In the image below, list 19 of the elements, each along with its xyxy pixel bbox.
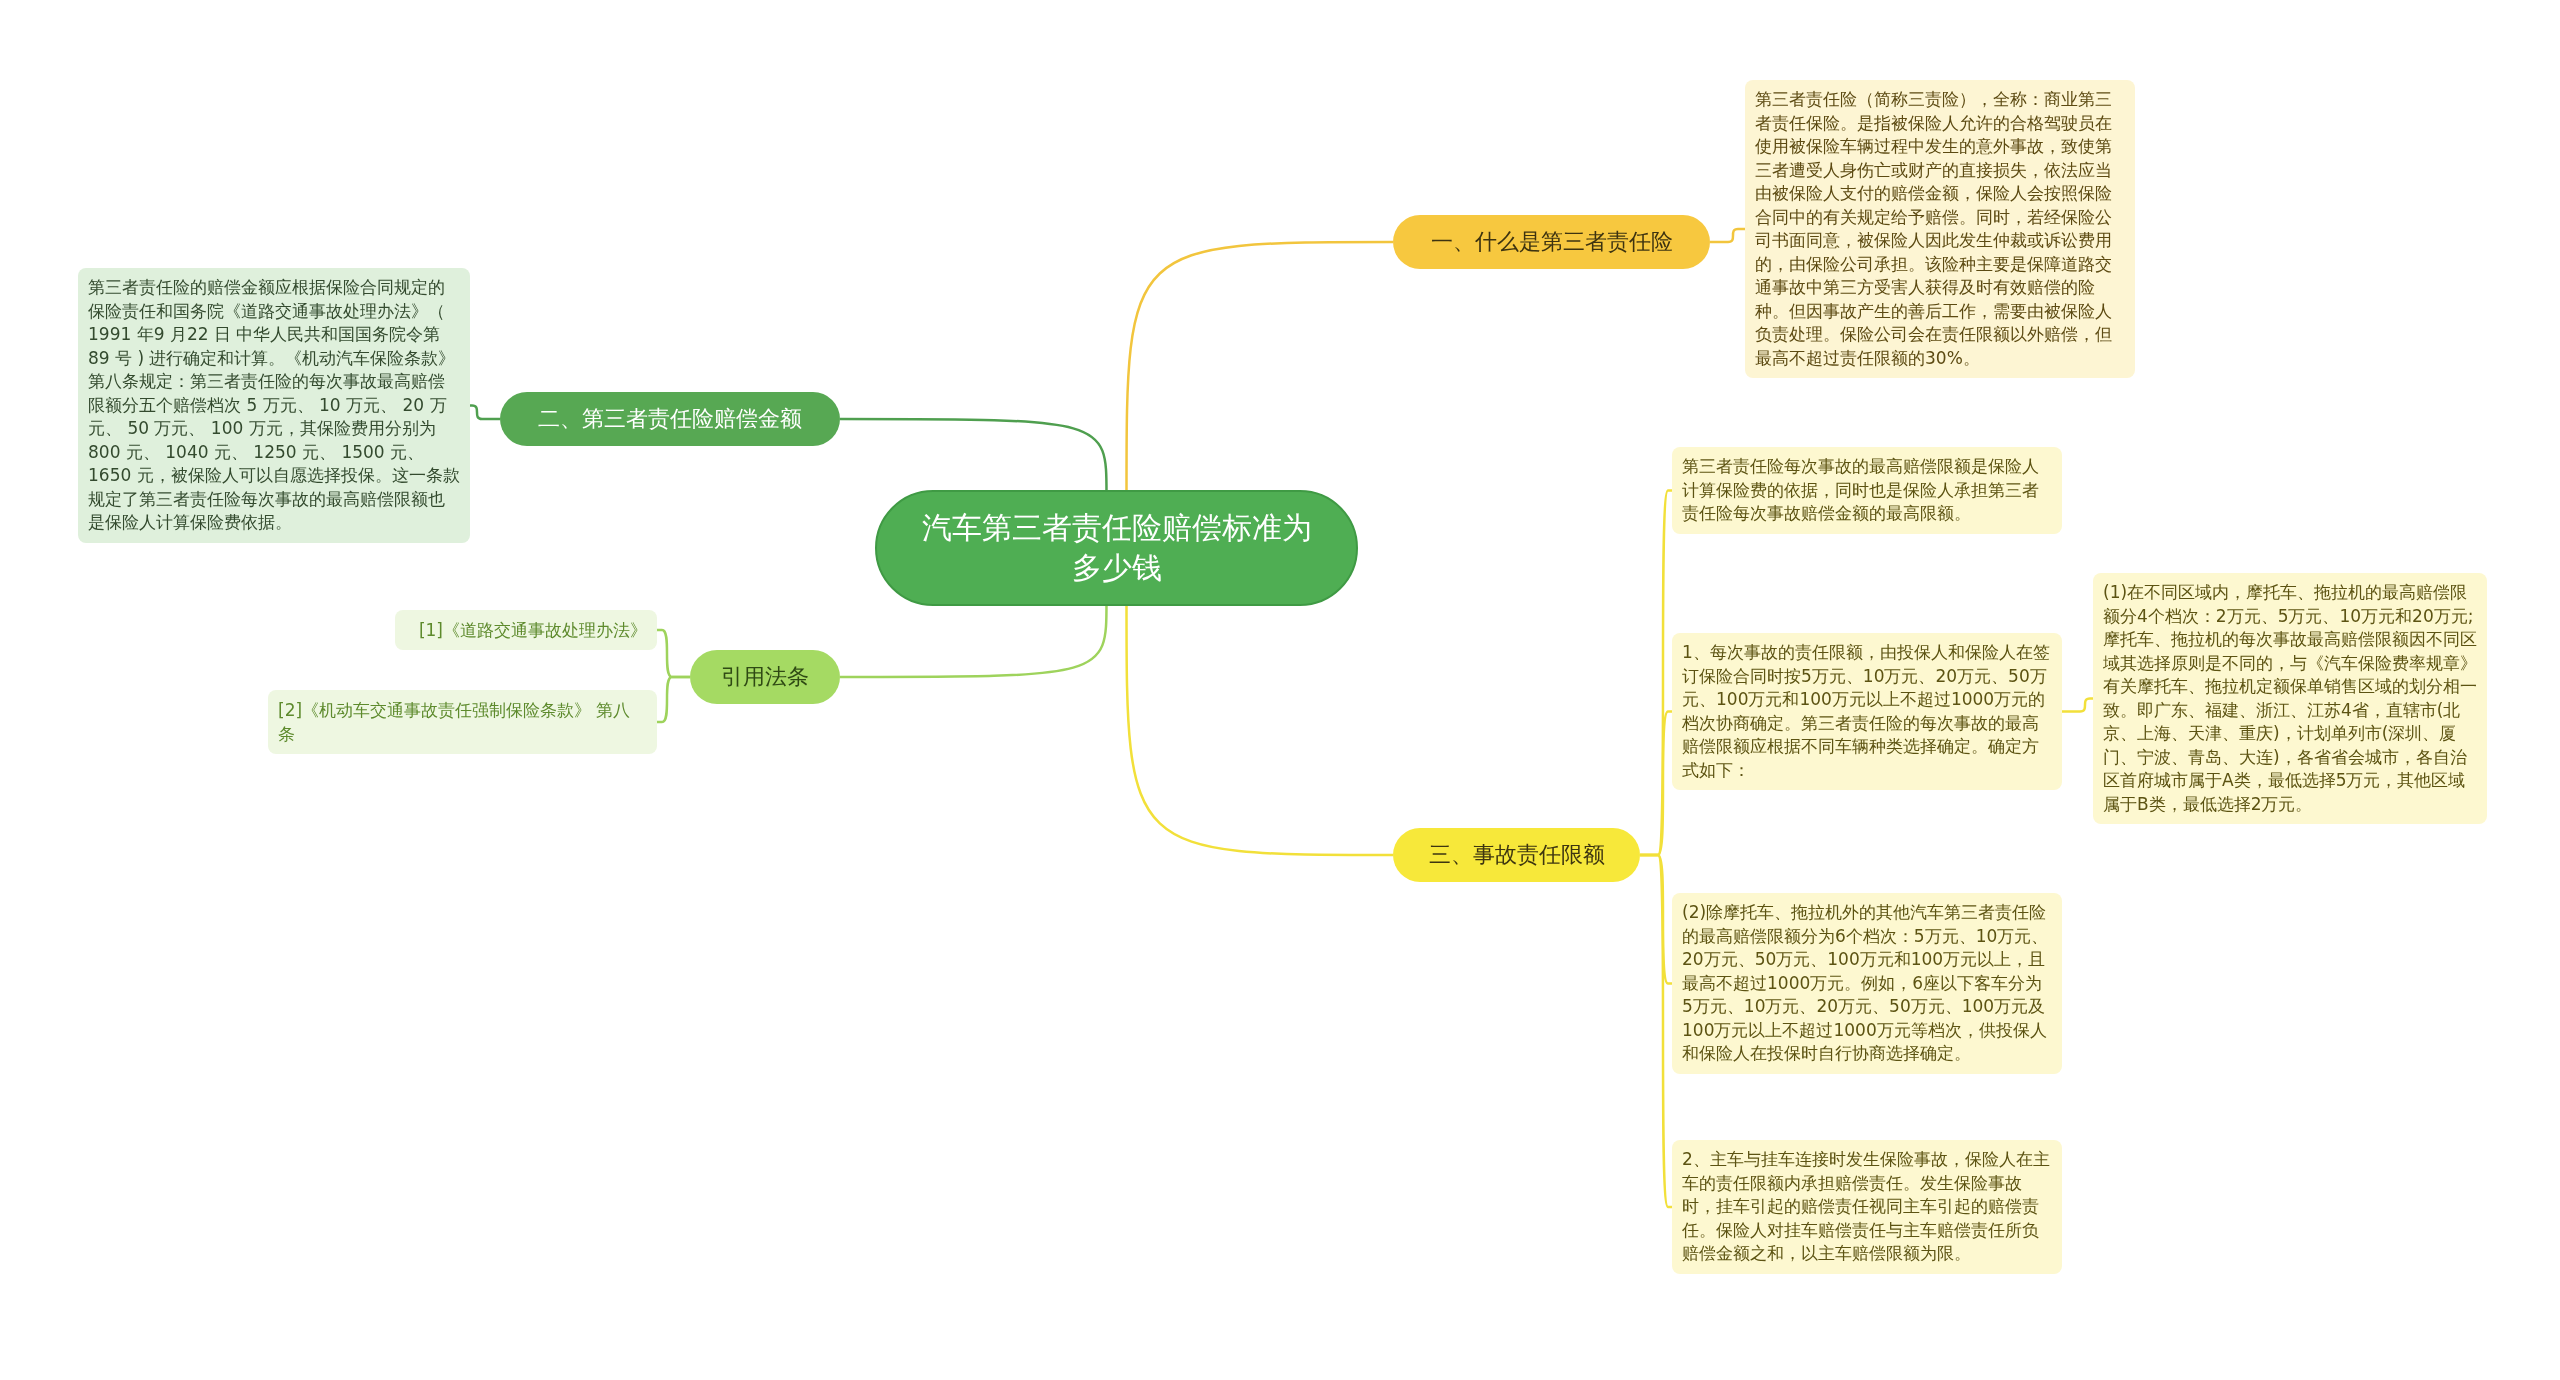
branch-line (657, 675, 690, 724)
note-card: 第三者责任险每次事故的最高赔偿限额是保险人计算保险费的依据，同时也是保险人承担第三者责任险每次事故赔偿金额的最高限额。 (1672, 447, 2062, 534)
topic-pill: 一、什么是第三者责任险 (1393, 215, 1710, 269)
root-topic: 汽车第三者责任险赔偿标准为多少钱 (875, 490, 1358, 606)
note-card: (1)在不同区域内，摩托车、拖拉机的最高赔偿限额分4个档次：2万元、5万元、10万元和20万元;摩托车、拖拉机的每次事故最高赔偿限额因不同区域其选择原则是不同的，与《汽车保险费率规章》有关摩托车、拖拉机定额保单销售区域的划分相一致。即广东、福建、浙江、江苏4省，直辖市(北京、上海、天津、重庆)，计划单列市(深圳、厦门、宁波、青岛、大连)，各省省会城市，各自治区首府城市属于A类，最低选择5万元，其他区域属于B类，最低选择2万元。 (2093, 573, 2487, 824)
note-card: (2)除摩托车、拖拉机外的其他汽车第三者责任险的最高赔偿限额分为6个档次：5万元、10万元、20万元、50万元、100万元和100万元以上，且最高不超过1000万元。例如，6座以下客车分为5万元、10万元、20万元、50万元、100万元及100万元以上不超过1000万元等档次，供投保人和保险人在投保时自行协商选择确定。 (1672, 893, 2062, 1074)
topic-pill: 引用法条 (690, 650, 840, 704)
note-card: 第三者责任险的赔偿金额应根据保险合同规定的保险责任和国务院《道路交通事故处理办法》（ 1991 年9 月22 日 中华人民共和国国务院令第89 号 ) 进行确定和计算。《机动汽车保险条款》第八条规定：第三者责任险的每次事故最高赔偿限额分五个赔偿档次 5 万元、 10 万元、 20 万元、 50 万元、 100 万元，其保险费用分别为 800 元、 1040 元、 1250 元、 1500 元、 1650 元，被保险人可以自愿选择投保。这一条款规定了第三者责任险每次事故的最高赔偿限额也是保险人计算保险费依据。 (78, 268, 470, 543)
branch-line (2062, 697, 2093, 713)
branch-line (1710, 227, 1745, 244)
topic-pill: 二、第三者责任险赔偿金额 (500, 392, 840, 446)
note-card: 1、每次事故的责任限额，由投保人和保险人在签订保险合同时按5万元、10万元、20万元、50万元、100万元和100万元以上不超过1000万元的档次协商确定。第三者责任险的每次事故的最高赔偿限额应根据不同车辆种类选择确定。确定方式如下： (1672, 633, 2062, 790)
topic-pill: 三、事故责任限额 (1393, 828, 1640, 882)
branch-line (1640, 853, 1672, 1209)
citation-card: [2]《机动车交通事故责任强制保险条款》 第八条 (268, 690, 657, 754)
citation-card: [1]《道路交通事故处理办法》 (395, 610, 657, 650)
note-card: 2、主车与挂车连接时发生保险事故，保险人在主车的责任限额内承担赔偿责任。发生保险事故时，挂车引起的赔偿责任视同主车引起的赔偿责任。保险人对挂车赔偿责任与主车赔偿责任所负赔偿金额之和，以主车赔偿限额为限。 (1672, 1140, 2062, 1274)
branch-line (469, 404, 500, 421)
note-card: 第三者责任险（简称三责险），全称：商业第三者责任保险。是指被保险人允许的合格驾驶员在使用被保险车辆过程中发生的意外事故，致使第三者遭受人身伤亡或财产的直接损失，依法应当由被保险人支付的赔偿金额，保险人会按照保险合同中的有关规定给予赔偿。同时，若经保险公司书面同意，被保险人因此发生仲裁或诉讼费用的，由保险公司承担。该险种主要是保障道路交通事故中第三方受害人获得及时有效赔偿的险种。但因事故产生的善后工作，需要由被保险人负责处理。保险公司会在责任限额以外赔偿，但最高不超过责任限额的30%。 (1745, 80, 2135, 378)
